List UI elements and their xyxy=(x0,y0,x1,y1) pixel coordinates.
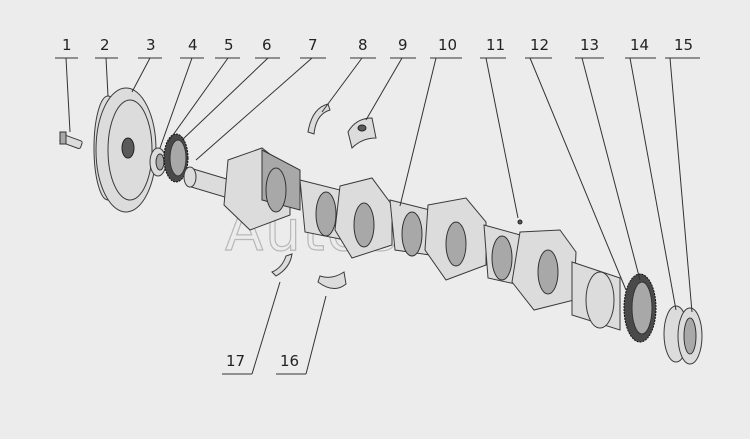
callout-1: 1 xyxy=(62,36,72,54)
callout-9: 9 xyxy=(398,36,408,54)
front-gear-part xyxy=(163,133,189,183)
thrust-washer-upper xyxy=(307,103,331,135)
bolt-part xyxy=(59,131,83,149)
callout-3: 3 xyxy=(146,36,156,54)
bearing-shell-upper xyxy=(347,117,377,149)
spacer-part xyxy=(149,147,167,177)
callout-15: 15 xyxy=(674,36,693,54)
seal-ring-part xyxy=(663,305,703,365)
callout-2: 2 xyxy=(100,36,110,54)
callout-14: 14 xyxy=(630,36,649,54)
callout-7: 7 xyxy=(308,36,318,54)
crankshaft xyxy=(183,147,621,331)
callout-11: 11 xyxy=(486,36,505,54)
callout-17: 17 xyxy=(226,352,245,370)
callout-13: 13 xyxy=(580,36,599,54)
bearing-shell-lower xyxy=(317,271,347,289)
callout-12: 12 xyxy=(530,36,549,54)
callout-10: 10 xyxy=(438,36,457,54)
callout-6: 6 xyxy=(262,36,272,54)
callout-labels: 1 2 3 4 5 6 7 8 9 10 11 12 13 14 15 17 1… xyxy=(62,36,693,370)
leader-lines xyxy=(55,57,700,375)
callout-8: 8 xyxy=(358,36,368,54)
pulley-part xyxy=(93,87,157,213)
callout-16: 16 xyxy=(280,352,299,370)
callout-5: 5 xyxy=(224,36,234,54)
thrust-washer-lower xyxy=(271,253,293,277)
oil-plug xyxy=(517,219,523,225)
callout-4: 4 xyxy=(188,36,198,54)
rear-gear-part xyxy=(623,273,657,343)
